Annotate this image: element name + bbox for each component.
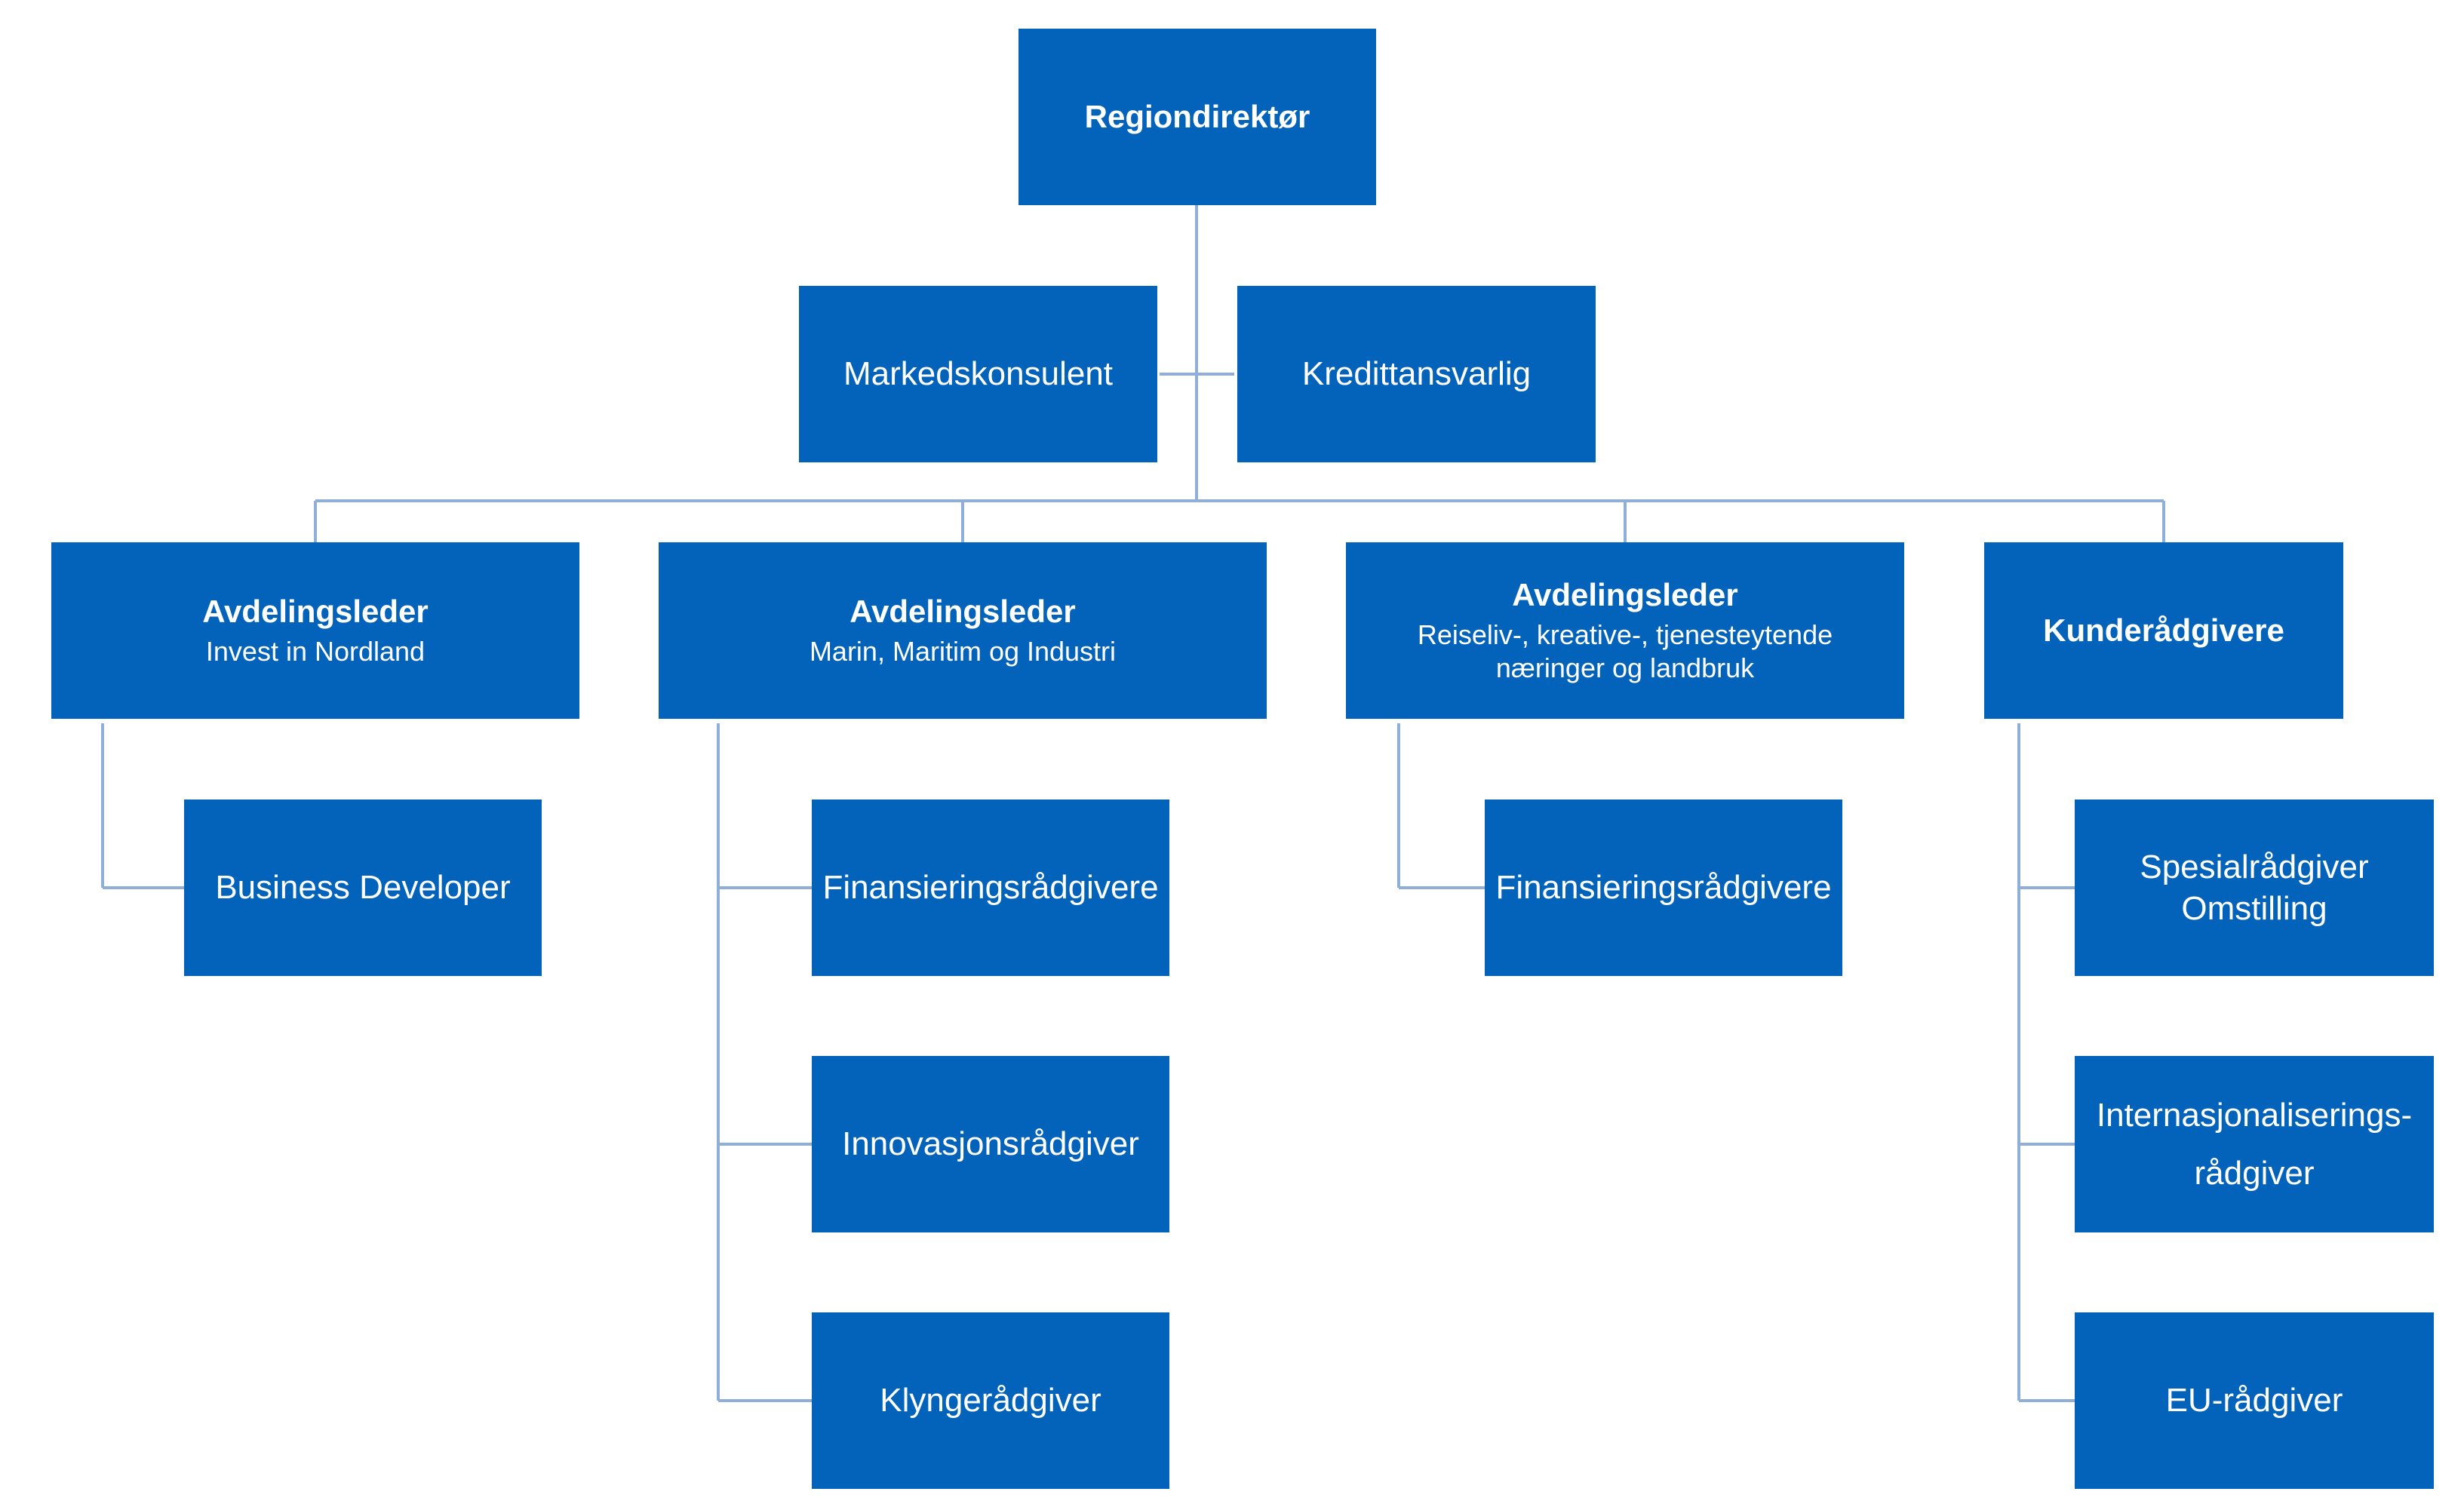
box-title: EU-rådgiver: [2165, 1381, 2343, 1419]
box-title: Internasjonaliserings- rådgiver: [2096, 1097, 2413, 1192]
box-title: Kredittansvarlig: [1301, 354, 1532, 392]
box-title: Avdelingsleder: [849, 593, 1076, 629]
box-avdelingsleder-marin: Avdelingsleder Marin, Maritim og Industr…: [659, 542, 1267, 719]
box-internasjonaliseringsradgiver: Internasjonaliserings- rådgiver: [2075, 1056, 2434, 1232]
box-business-developer: Business Developer: [184, 800, 542, 976]
box-title: Avdelingsleder: [1512, 576, 1738, 612]
box-kredittansvarlig: Kredittansvarlig: [1237, 286, 1596, 462]
box-markedskonsulent: Markedskonsulent: [799, 286, 1157, 462]
box-innovasjonsradgiver: Innovasjonsrådgiver: [812, 1056, 1169, 1232]
box-title: Finansieringsrådgivere: [1495, 868, 1832, 906]
box-title: Avdelingsleder: [202, 593, 429, 629]
box-finansieringsradgivere-reiseliv: Finansieringsrådgivere: [1485, 800, 1842, 976]
box-subtitle: Invest in Nordland: [205, 636, 426, 668]
box-title: Business Developer: [215, 868, 511, 906]
box-title: Spesialrådgiver Omstilling: [2140, 849, 2369, 927]
box-title: Klyngerådgiver: [880, 1381, 1101, 1419]
box-spesialradgiver-omstilling: Spesialrådgiver Omstilling: [2075, 800, 2434, 976]
box-regiondirektor: Regiondirektør: [1018, 29, 1376, 205]
box-finansieringsradgivere-marin: Finansieringsrådgivere: [812, 800, 1169, 976]
box-avdelingsleder-invest: Avdelingsleder Invest in Nordland: [51, 542, 579, 719]
box-kunderadgivere: Kunderådgivere: [1984, 542, 2343, 719]
box-subtitle: Reiseliv-, kreative-, tjenesteytende nær…: [1417, 619, 1833, 684]
box-eu-radgiver: EU-rådgiver: [2075, 1312, 2434, 1489]
box-avdelingsleder-reiseliv: Avdelingsleder Reiseliv-, kreative-, tje…: [1346, 542, 1904, 719]
box-title: Markedskonsulent: [843, 354, 1114, 392]
box-klyngeradgiver: Klyngerådgiver: [812, 1312, 1169, 1489]
box-title: Regiondirektør: [1084, 98, 1310, 134]
box-title: Kunderådgivere: [2043, 612, 2284, 648]
box-subtitle: Marin, Maritim og Industri: [809, 636, 1117, 668]
box-title: Finansieringsrådgivere: [822, 868, 1159, 906]
box-title: Innovasjonsrådgiver: [842, 1125, 1139, 1162]
